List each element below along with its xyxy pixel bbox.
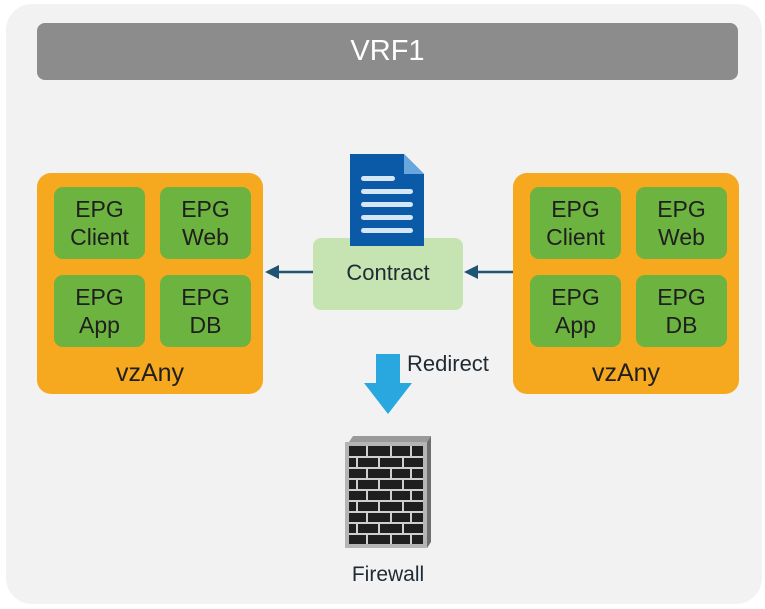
epg-client: EPG Client bbox=[530, 187, 621, 259]
epg-name: App bbox=[555, 312, 596, 338]
epg-app: EPG App bbox=[54, 275, 145, 347]
epg-app: EPG App bbox=[530, 275, 621, 347]
redirect-label: Redirect bbox=[407, 351, 489, 376]
epg-label: EPG bbox=[181, 284, 230, 310]
epg-name: App bbox=[79, 312, 120, 338]
epg-web: EPG Web bbox=[160, 187, 251, 259]
brick-wall-firewall-icon bbox=[345, 436, 431, 548]
vzany-label: vzAny bbox=[115, 359, 185, 387]
epg-client: EPG Client bbox=[54, 187, 145, 259]
epg-label: EPG bbox=[551, 284, 600, 310]
epg-label: EPG bbox=[657, 284, 706, 310]
epg-db: EPG DB bbox=[636, 275, 727, 347]
epg-label: EPG bbox=[181, 196, 230, 222]
epg-name: Web bbox=[182, 224, 229, 250]
document-icon bbox=[350, 154, 424, 246]
vzany-group-right: EPG Client EPG Web EPG App EPG DB vzAny bbox=[513, 173, 739, 394]
epg-label: EPG bbox=[657, 196, 706, 222]
epg-name: Client bbox=[546, 224, 605, 250]
epg-name: DB bbox=[665, 312, 698, 338]
vzany-group-left: EPG Client EPG Web EPG App EPG DB vzAny bbox=[37, 173, 263, 394]
epg-web: EPG Web bbox=[636, 187, 727, 259]
contract-label: Contract bbox=[346, 260, 430, 285]
epg-label: EPG bbox=[75, 196, 124, 222]
epg-label: EPG bbox=[551, 196, 600, 222]
contract-box: Contract bbox=[313, 238, 463, 310]
firewall-label: Firewall bbox=[351, 563, 425, 586]
epg-name: DB bbox=[189, 312, 222, 338]
vrf-banner: VRF1 bbox=[37, 23, 738, 80]
vrf-title: VRF1 bbox=[350, 35, 425, 67]
epg-label: EPG bbox=[75, 284, 124, 310]
vzany-label: vzAny bbox=[591, 359, 661, 387]
arrow-contract-to-left bbox=[265, 265, 313, 279]
epg-name: Web bbox=[658, 224, 705, 250]
redirect-arrow-icon bbox=[364, 354, 412, 414]
epg-db: EPG DB bbox=[160, 275, 251, 347]
arrow-right-to-contract bbox=[464, 265, 513, 279]
epg-name: Client bbox=[70, 224, 129, 250]
